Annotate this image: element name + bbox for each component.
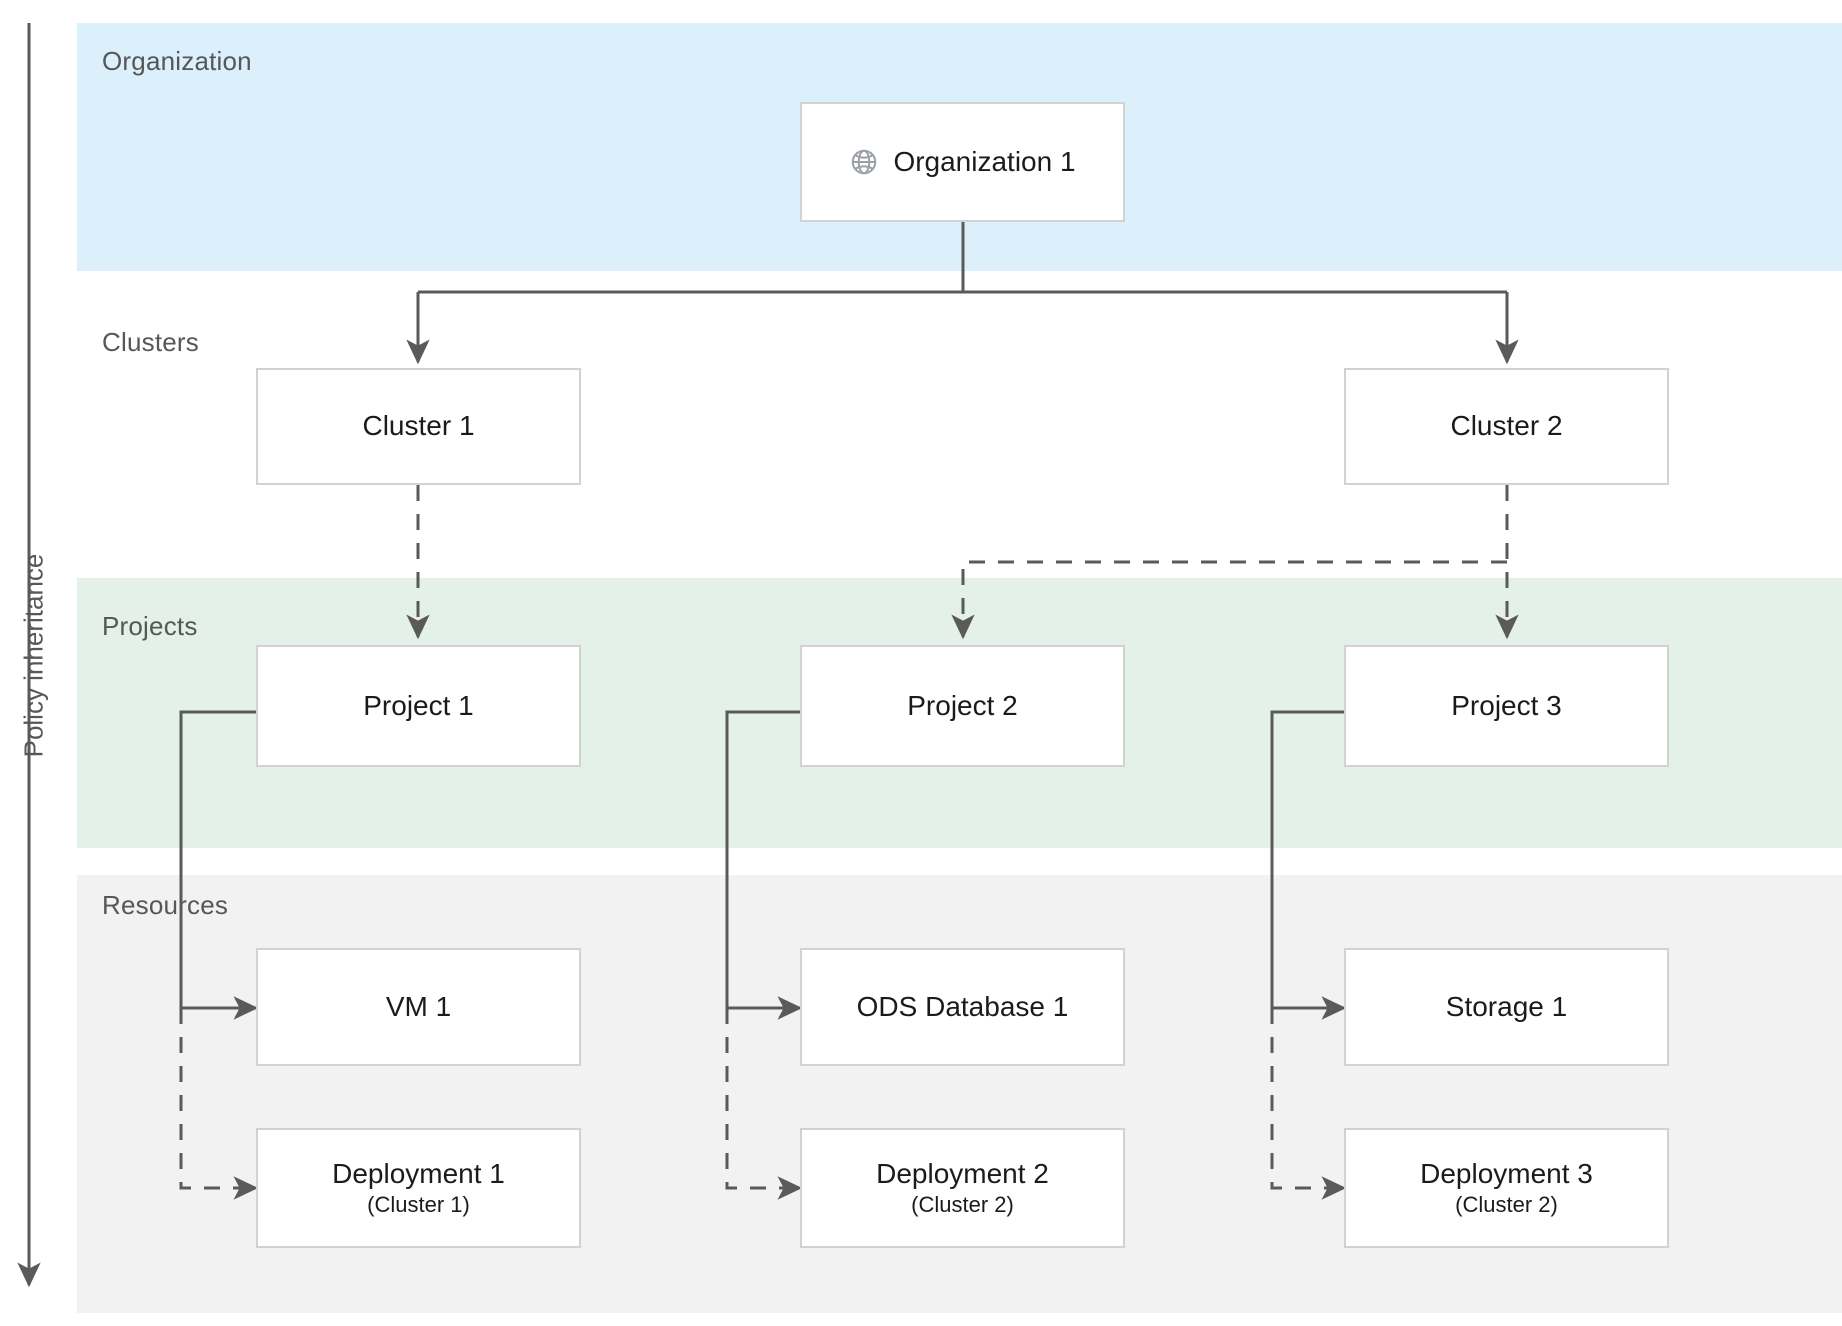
band-label-resources: Resources: [102, 890, 229, 920]
node-label-cluster-1: Cluster 1: [362, 410, 475, 442]
node-ods-database-1[interactable]: ODS Database 1: [800, 948, 1125, 1066]
node-label-project-2: Project 2: [907, 689, 1018, 721]
node-storage-1[interactable]: Storage 1: [1344, 948, 1669, 1066]
node-label-project-3: Project 3: [1451, 689, 1562, 721]
node-label-deployment-1: Deployment 1: [332, 1158, 505, 1190]
node-cluster-1[interactable]: Cluster 1: [256, 368, 581, 485]
node-project-3[interactable]: Project 3: [1344, 645, 1669, 767]
band-label-clusters: Clusters: [102, 327, 199, 357]
node-vm-1[interactable]: VM 1: [256, 948, 581, 1066]
node-label-project-1: Project 1: [363, 689, 474, 721]
node-project-2[interactable]: Project 2: [800, 645, 1125, 767]
node-label-ods-database-1: ODS Database 1: [856, 990, 1069, 1022]
node-organization-1[interactable]: Organization 1: [800, 102, 1125, 222]
node-project-1[interactable]: Project 1: [256, 645, 581, 767]
policy-inheritance-label: Policy inheritance: [18, 553, 49, 758]
node-deployment-1[interactable]: Deployment 1 (Cluster 1): [256, 1128, 581, 1248]
node-sublabel-deployment-1: (Cluster 1): [367, 1192, 470, 1218]
node-label-vm-1: VM 1: [385, 990, 452, 1022]
band-label-organization: Organization: [102, 46, 252, 76]
node-deployment-3[interactable]: Deployment 3 (Cluster 2): [1344, 1128, 1669, 1248]
node-label-deployment-2: Deployment 2: [876, 1158, 1049, 1190]
node-cluster-2[interactable]: Cluster 2: [1344, 368, 1669, 485]
node-label-cluster-2: Cluster 2: [1450, 410, 1563, 442]
node-label-storage-1: Storage 1: [1445, 990, 1568, 1022]
band-label-projects: Projects: [102, 611, 198, 641]
node-sublabel-deployment-2: (Cluster 2): [911, 1192, 1014, 1218]
node-label-deployment-3: Deployment 3: [1420, 1158, 1593, 1190]
node-label-organization-1: Organization 1: [893, 145, 1076, 177]
globe-icon: [852, 149, 877, 175]
node-deployment-2[interactable]: Deployment 2 (Cluster 2): [800, 1128, 1125, 1248]
node-sublabel-deployment-3: (Cluster 2): [1455, 1192, 1558, 1218]
